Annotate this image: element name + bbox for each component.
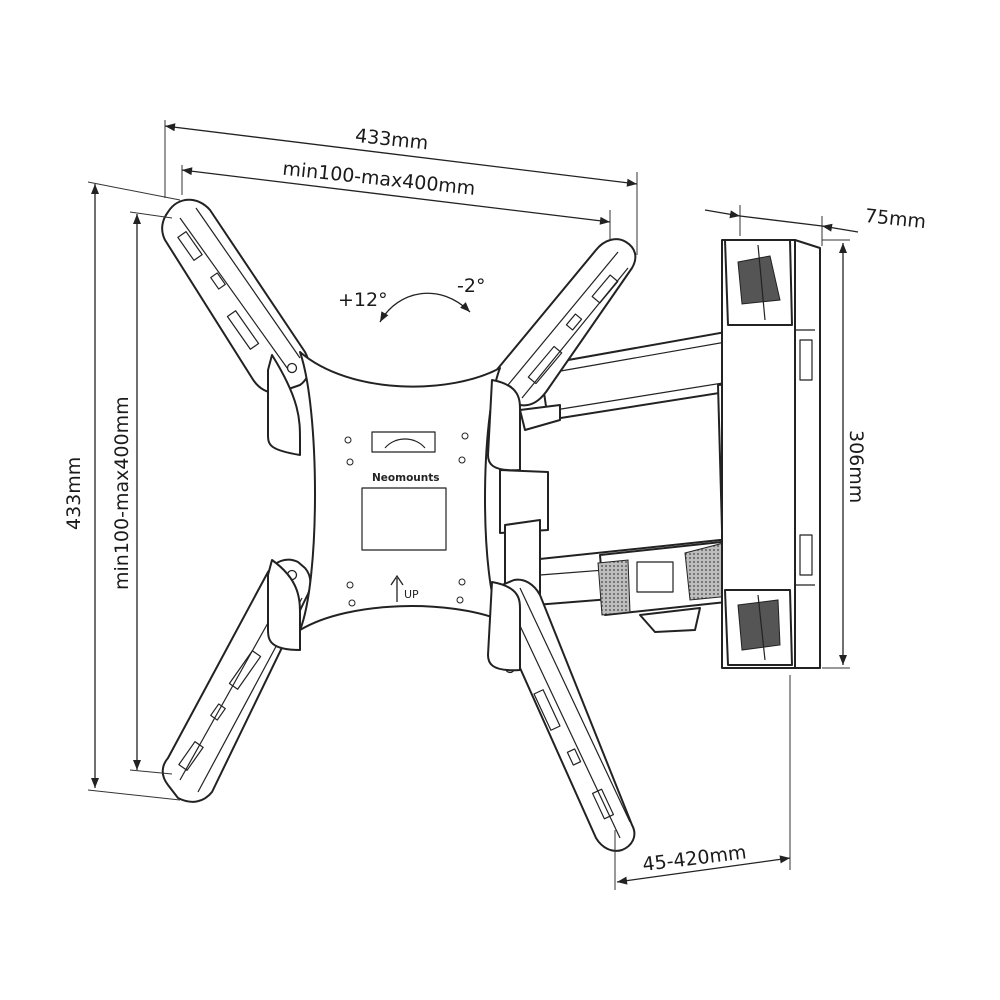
label-vesa-height: min100-max400mm [111, 396, 133, 590]
brand-logo: Neomounts [372, 472, 440, 484]
label-tilt-backward: -2° [457, 275, 485, 297]
tv-plate [267, 351, 521, 672]
wall-plate [721, 239, 821, 669]
dimension-lines [87, 120, 859, 890]
label-tilt-forward: +12° [338, 289, 388, 311]
label-overall-height: 433mm [63, 457, 85, 530]
dimension-labels: 433mm min100-max400mm 433mm min100-max40… [63, 125, 927, 876]
label-wall-plate-height: 306mm [845, 430, 867, 503]
label-depth: 75mm [864, 205, 927, 233]
up-label: UP [404, 588, 419, 601]
